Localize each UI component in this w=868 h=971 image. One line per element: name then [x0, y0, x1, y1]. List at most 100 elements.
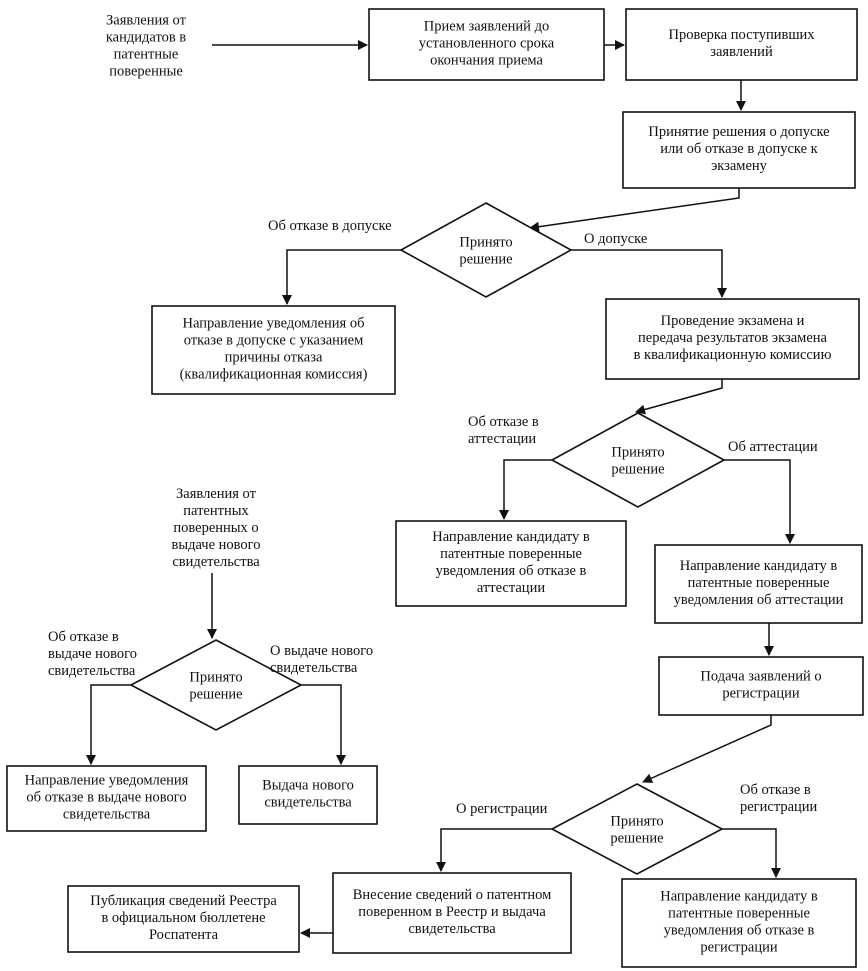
receive-box-line: установленного срока — [419, 36, 555, 52]
publish-box-line: Роспатента — [149, 927, 219, 943]
registry-box: Внесение сведений о патентномповеренном … — [332, 872, 572, 954]
cert-refusal-box-line: об отказе в выдаче нового — [26, 790, 186, 806]
edge-label-line: свидетельства — [270, 660, 358, 676]
cert-issue-box-line: Выдача нового — [262, 778, 354, 794]
att-refusal-box-line: Направление кандидату в — [432, 529, 590, 545]
edge-label-d2-yes: Об аттестации — [728, 439, 818, 455]
edge-label-line: О регистрации — [456, 801, 548, 817]
reg-apply-box-frame — [658, 656, 864, 716]
edge-label-line: Об отказе в — [468, 414, 539, 430]
start-text-line: поверенные — [109, 64, 183, 80]
edge-label-line: Об отказе в — [740, 782, 811, 798]
connectors — [86, 40, 795, 938]
receive-box-frame — [368, 8, 605, 81]
refusal-notice-box-frame — [151, 305, 396, 395]
arrow-d1-to-exam — [571, 249, 727, 298]
cert-issue-box-frame — [238, 765, 378, 825]
decision-d2-line: решение — [611, 462, 664, 478]
att-notice-box-line: Направление кандидату в — [680, 558, 838, 574]
admit-decision-box-line: экзамену — [711, 158, 768, 174]
decision-d1-line: решение — [459, 252, 512, 268]
reg-refusal-box-line: регистрации — [700, 940, 778, 956]
decision-d4-line: Принято — [189, 670, 242, 686]
start-text-line: патентные — [114, 47, 179, 63]
reg-refusal-box-line: уведомления об отказе в — [664, 923, 815, 939]
att-notice-box-frame — [654, 544, 863, 624]
registry-box-frame — [332, 872, 572, 954]
decision-d2-line: Принято — [611, 445, 664, 461]
new-cert-request-text-line: свидетельства — [172, 554, 260, 570]
publish-box-frame — [67, 885, 300, 953]
refusal-notice-box-line: отказе в допуске с указанием — [184, 333, 364, 349]
reg-apply-box-line: регистрации — [722, 686, 800, 702]
arrow-d1-to-refusal — [282, 249, 401, 305]
edge-label-d3-yes: О регистрации — [456, 801, 548, 817]
new-cert-request-text-line: поверенных о — [173, 520, 258, 536]
edge-label-line: регистрации — [740, 799, 818, 815]
decision-d4-shape — [129, 639, 303, 731]
exam-box-line: Проведение экзамена и — [661, 313, 805, 329]
exam-box-line: в квалификационную комиссию — [634, 347, 832, 363]
start-text-line: Заявления от — [106, 13, 187, 29]
reg-apply-box-line: Подача заявлений о — [700, 669, 821, 685]
admit-decision-box-line: Принятие решения о допуске — [648, 124, 829, 140]
edge-label-line: Об аттестации — [728, 439, 818, 455]
new-cert-request-text-line: патентных — [183, 503, 249, 519]
check-box-frame — [625, 8, 858, 81]
cert-refusal-box-line: Направление уведомления — [25, 773, 189, 789]
cert-refusal-box-line: свидетельства — [63, 807, 151, 823]
edge-label-line: свидетельства — [48, 663, 136, 679]
edge-label-line: О выдаче нового — [270, 643, 373, 659]
publish-box-line: в официальном бюллетене — [101, 910, 265, 926]
registry-box-line: поверенном в Реестр и выдача — [358, 904, 546, 920]
refusal-notice-box-line: причины отказа — [225, 350, 323, 366]
att-refusal-box-line: патентные поверенные — [440, 546, 582, 562]
decision-d1-shape — [399, 202, 573, 298]
decision-d3-line: решение — [610, 831, 663, 847]
edge-label-line: Об отказе в — [48, 629, 119, 645]
att-notice-box-line: патентные поверенные — [688, 575, 830, 591]
cert-refusal-box-frame — [6, 765, 207, 832]
decision-d1-line: Принято — [459, 235, 512, 251]
refusal-notice-box-line: (квалификационная комиссия) — [180, 367, 368, 383]
start-text-line: кандидатов в — [106, 30, 186, 46]
edge-label-d1-yes: О допуске — [584, 231, 647, 247]
reg-refusal-box-frame — [621, 878, 857, 968]
check-box-line: Проверка поступивших — [668, 27, 815, 43]
arrow-admit-to-d1 — [529, 188, 740, 232]
arrow-d3-to-reg-refusal — [722, 828, 781, 878]
new-cert-request-text-line: Заявления от — [176, 486, 257, 502]
arrow-reg-to-d3 — [642, 715, 772, 783]
exam-box-line: передача результатов экзамена — [638, 330, 828, 346]
att-refusal-box-line: уведомления об отказе в — [436, 563, 587, 579]
admit-decision-box-line: или об отказе в допуске к — [660, 141, 818, 157]
arrow-d3-to-registry — [436, 828, 552, 872]
receive-box-line: окончания приема — [430, 53, 543, 69]
arrow-d4-to-cert-refusal — [86, 684, 131, 765]
edge-label-line: Об отказе в допуске — [268, 218, 392, 234]
edge-labels: Об отказе в допуске О допуске Об отказе ва… — [48, 218, 818, 817]
edge-label-d1-no: Об отказе в допуске — [268, 218, 392, 234]
arrow-exam-to-d2 — [635, 379, 723, 415]
att-notice-box-line: уведомления об аттестации — [674, 592, 844, 608]
reg-refusal-box-line: Направление кандидату в — [660, 889, 818, 905]
edge-label-line: О допуске — [584, 231, 647, 247]
receive-box-line: Прием заявлений до — [424, 19, 549, 35]
